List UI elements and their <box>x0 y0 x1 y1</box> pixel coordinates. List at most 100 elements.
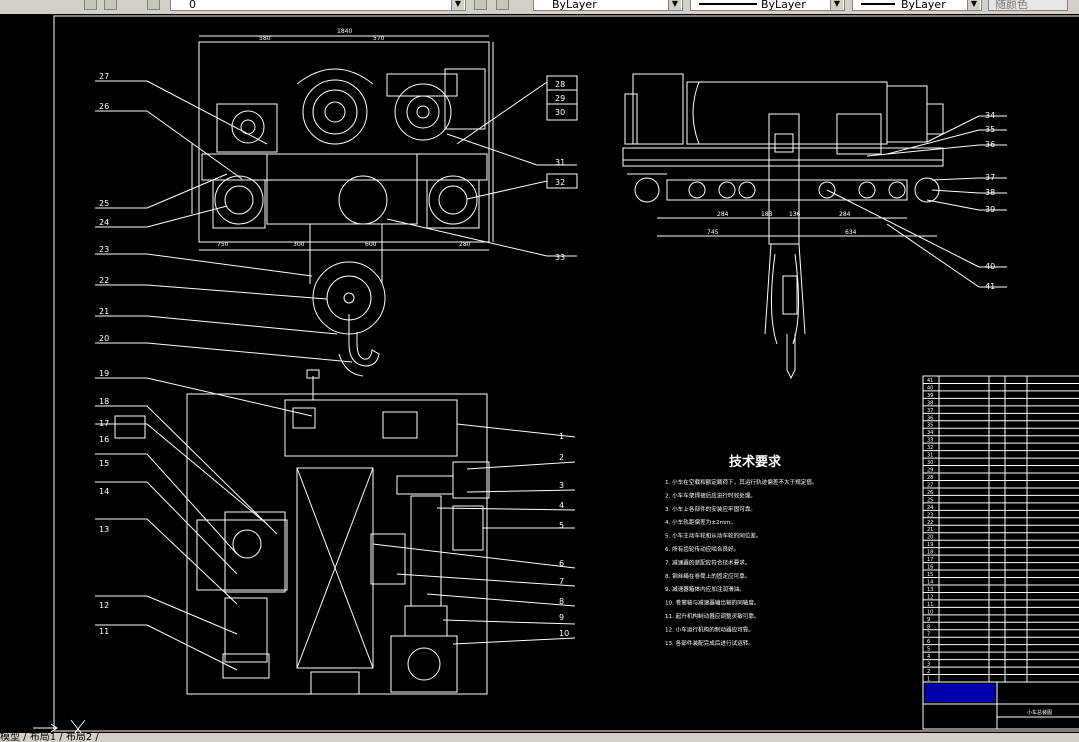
bom-row-number: 8 <box>927 624 930 630</box>
leaders-top-right-a <box>386 75 578 257</box>
layers-manager-icon[interactable] <box>147 0 160 10</box>
part-label-15: 15 <box>99 459 109 468</box>
part-label-2: 2 <box>559 453 564 462</box>
part-label-16: 16 <box>99 435 109 444</box>
bom-row-number: 26 <box>927 490 933 496</box>
chevron-down-icon[interactable]: ▼ <box>668 0 681 10</box>
bom-row-number: 28 <box>927 475 933 481</box>
layer-match-icon[interactable] <box>496 0 509 10</box>
part-label-3: 3 <box>559 481 564 490</box>
part-label-24: 24 <box>99 218 109 227</box>
dim-136: 136 <box>789 211 801 218</box>
chevron-down-icon[interactable]: ▼ <box>830 0 843 10</box>
bom-row-number: 3 <box>927 662 930 668</box>
side-view <box>622 73 944 380</box>
leaders-bottom-left <box>95 377 313 671</box>
cad-drawing: 1840 580 570 750 300 600 280 <box>53 15 1079 732</box>
bom-row-number: 39 <box>927 393 933 399</box>
tech-note-line: 5. 小车主动车轮和从动车轮的同位差。 <box>665 532 762 540</box>
bom-row-number: 25 <box>927 497 933 503</box>
bom-row-number: 30 <box>927 460 933 466</box>
layer-previous-icon[interactable] <box>104 0 117 10</box>
part-label-14: 14 <box>99 487 109 496</box>
plotstyle-label: 随颜色 <box>995 0 1028 11</box>
drawing-canvas[interactable]: 1840 580 570 750 300 600 280 <box>0 14 1079 739</box>
bom-row-number: 35 <box>927 423 933 429</box>
properties-toolbar: 0 ▼ ByLayer ▼ ByLayer ▼ ByLayer ▼ 随颜色 <box>0 0 1079 15</box>
dim-600: 600 <box>365 241 377 248</box>
part-label-13: 13 <box>99 525 109 534</box>
part-label-39: 39 <box>985 205 995 214</box>
tech-note-line: 1. 小车在空载和额定载荷下，其运行轨迹偏差不大于规定值。 <box>665 478 818 486</box>
side-view-dimensions: 745 634 284 183 136 284 <box>707 211 857 236</box>
tech-note-line: 4. 小车轨距偏差为±2mm。 <box>665 518 736 526</box>
part-label-34: 34 <box>985 111 995 120</box>
part-label-28: 28 <box>555 80 565 89</box>
bom-row-number: 33 <box>927 438 933 444</box>
bom-row-number: 11 <box>927 602 933 608</box>
bom-row-number: 7 <box>927 632 930 638</box>
bom-row-number: 17 <box>927 557 933 563</box>
bom-row-number: 31 <box>927 453 933 459</box>
bom-table <box>922 375 1079 683</box>
tech-note-line: 6. 所有齿轮传动应啮合良好。 <box>665 545 739 553</box>
lineweight-dropdown[interactable]: ByLayer ▼ <box>852 0 982 11</box>
bom-row-number: 10 <box>927 609 933 615</box>
bom-row-number: 4 <box>927 654 930 660</box>
bom-row-number: 1 <box>927 677 930 683</box>
dim-750: 750 <box>217 241 229 248</box>
tech-note-line: 13. 各部件装配完成后进行试运转。 <box>665 639 754 647</box>
tech-note-line: 12. 小车运行机构的制动器应可靠。 <box>665 625 754 633</box>
part-label-36: 36 <box>985 140 995 149</box>
bom-row-number: 6 <box>927 639 930 645</box>
bom-row-number: 20 <box>927 535 933 541</box>
front-view <box>191 35 494 377</box>
bom-row-number: 41 <box>927 378 933 384</box>
leaders-bottom-right <box>372 423 576 645</box>
part-label-41: 41 <box>985 282 995 291</box>
make-current-icon[interactable] <box>474 0 487 10</box>
bom-row-number: 29 <box>927 468 933 474</box>
bom-row-number: 24 <box>927 505 933 511</box>
layer-state-icon[interactable] <box>84 0 97 10</box>
dim-183: 183 <box>761 211 773 218</box>
part-label-6: 6 <box>559 559 564 568</box>
part-label-8: 8 <box>559 597 564 606</box>
part-label-20: 20 <box>99 334 109 343</box>
title-block <box>922 681 1079 730</box>
part-label-5: 5 <box>559 521 564 530</box>
dim-1840: 1840 <box>337 28 352 35</box>
bom-row-number: 27 <box>927 482 933 488</box>
part-label-26: 26 <box>99 102 109 111</box>
tech-note-line: 3. 小车上各部件的安装应牢固可靠。 <box>665 505 756 513</box>
part-label-40: 40 <box>985 262 995 271</box>
part-label-35: 35 <box>985 125 995 134</box>
part-label-33: 33 <box>555 253 565 262</box>
part-label-4: 4 <box>559 501 564 510</box>
part-label-7: 7 <box>559 577 564 586</box>
leaders-top-right-b <box>826 115 1007 288</box>
part-label-1: 1 <box>559 432 564 441</box>
plotstyle-dropdown[interactable]: 随颜色 <box>988 0 1068 11</box>
layer-dropdown[interactable]: 0 ▼ <box>170 0 466 11</box>
title-block-name: 小车总装图 <box>1027 709 1052 716</box>
part-label-22: 22 <box>99 276 109 285</box>
color-dropdown[interactable]: ByLayer ▼ <box>533 0 683 11</box>
dim-580: 580 <box>259 35 271 42</box>
dim-284b: 284 <box>839 211 851 218</box>
layout-tabs[interactable]: 模型 / 布局1 / 布局2 / <box>0 733 1079 742</box>
color-label: ByLayer <box>552 0 597 11</box>
lineweight-label: ByLayer <box>901 0 946 11</box>
part-label-18: 18 <box>99 397 109 406</box>
part-label-19: 19 <box>99 369 109 378</box>
tech-note-line: 8. 钢丝绳在卷筒上的固定应可靠。 <box>665 572 750 580</box>
chevron-down-icon[interactable]: ▼ <box>451 0 464 10</box>
part-label-27: 27 <box>99 72 109 81</box>
dim-634: 634 <box>845 229 857 236</box>
chevron-down-icon[interactable]: ▼ <box>967 0 980 10</box>
part-label-23: 23 <box>99 245 109 254</box>
linetype-dropdown[interactable]: ByLayer ▼ <box>690 0 845 11</box>
bom-row-number: 16 <box>927 565 933 571</box>
tech-note-line: 7. 减速器的装配应符合技术要求。 <box>665 558 750 566</box>
part-label-29: 29 <box>555 94 565 103</box>
